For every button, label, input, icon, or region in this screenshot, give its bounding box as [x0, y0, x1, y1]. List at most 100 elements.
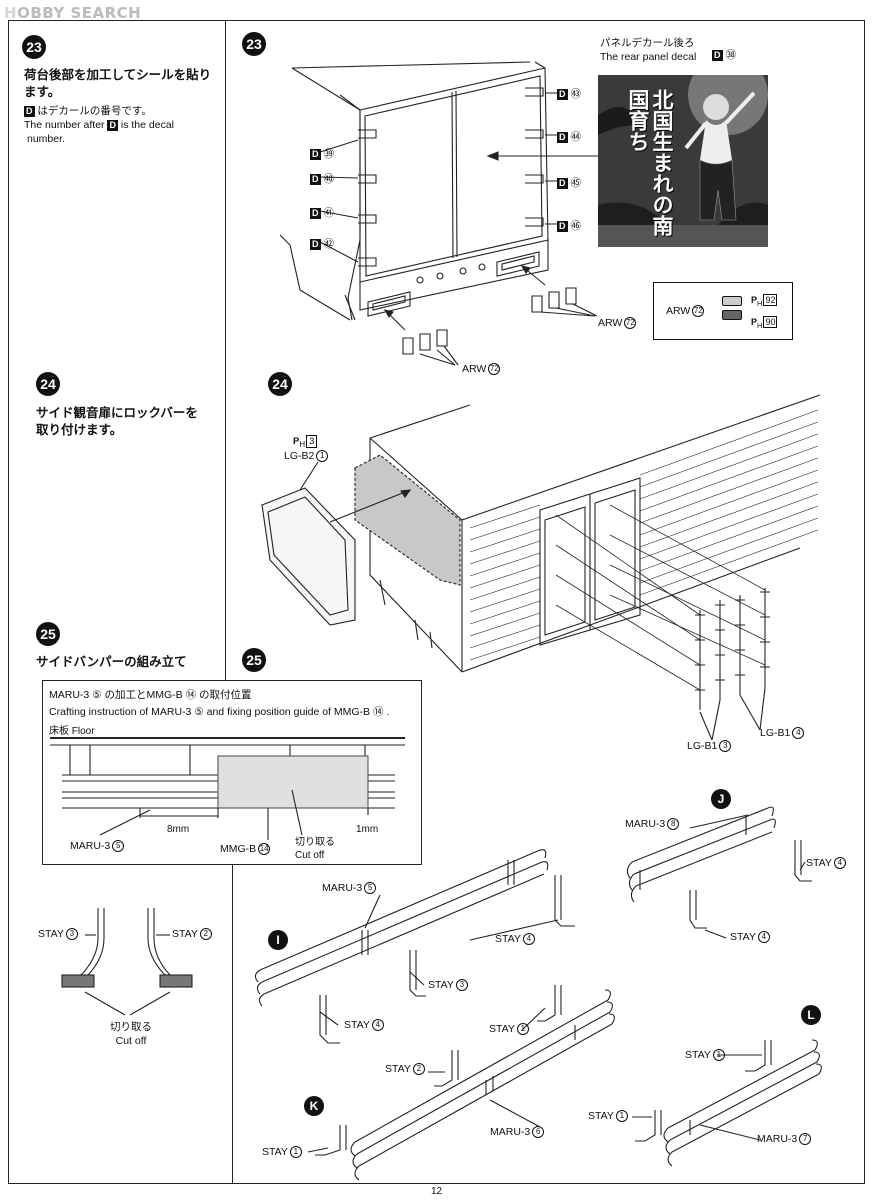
rear-panel-decal-image: 北国生まれの南国育ち: [598, 75, 768, 247]
decal-marker-icon: D: [557, 132, 568, 143]
watermark-text: OBBY SEARCH: [17, 4, 142, 22]
lens-part-icon: [722, 310, 742, 320]
decal-marker-icon: D: [107, 120, 118, 131]
column-divider: [225, 20, 226, 680]
guide-line2: Crafting instruction of MARU-3 ⑤ and fix…: [49, 706, 390, 718]
assembly-j-drawing: [626, 806, 812, 939]
page-number: 12: [430, 1186, 443, 1197]
note-en-line2: number.: [27, 133, 65, 145]
decal-marker-icon: D: [557, 221, 568, 232]
step-24-title-line2: 取り付けます。: [36, 422, 123, 437]
decal-marker-icon: D: [310, 239, 321, 250]
guide-line1: MARU-3 ⑤ の加工とMMG-B ⑭ の取付位置: [49, 689, 252, 701]
watermark: HOBBY SEARCH: [4, 4, 141, 22]
assembly-k-drawing: [307, 985, 615, 1181]
arw-text: ARW: [462, 363, 487, 375]
page-frame-right: [864, 20, 865, 1183]
step-25-badge: 25: [36, 622, 60, 646]
decal-marker-icon: D: [310, 149, 321, 160]
poster-artwork: [598, 75, 768, 247]
step-23-note: D はデカールの番号です。 The number after D is the …: [24, 104, 174, 146]
poster-decal-no: ㊳: [725, 49, 737, 61]
assembly-i-drawing: [254, 849, 575, 1044]
arw-number: 72: [488, 363, 501, 376]
diagram-24-badge: 24: [268, 372, 292, 396]
decal-no: ㊷: [323, 238, 335, 250]
truck-side-drawing: [261, 394, 821, 741]
column-divider-lower: [232, 865, 233, 1183]
lens-part-icon: [722, 296, 742, 306]
decal-no: ㊻: [570, 220, 582, 232]
diagram-25-badge: 25: [242, 648, 266, 672]
watermark-prefix: H: [4, 4, 18, 22]
step-25-title: サイドバンパーの組み立て: [36, 654, 187, 669]
step-23-title-line2: ます。: [24, 84, 61, 99]
stay-detail-drawing: [61, 908, 193, 1016]
page-frame-bottom: [8, 1183, 865, 1184]
assembly-i-badge: I: [268, 930, 288, 950]
legend-arw-number: 72: [692, 305, 705, 318]
assembly-l-badge: L: [801, 1005, 821, 1025]
decal-marker-icon: D: [310, 208, 321, 219]
decal-marker-icon: D: [24, 106, 35, 117]
decal-marker-icon: D: [712, 50, 723, 61]
step-23-title-line1: 荷台後部を加工してシールを貼り: [24, 67, 212, 82]
decal-no: ㊵: [323, 173, 335, 185]
guide-drawing: [50, 737, 405, 840]
decal-marker-icon: D: [557, 178, 568, 189]
note-en-suffix: is the decal: [120, 119, 175, 131]
floor-label: 床板 Floor: [49, 726, 95, 737]
arw-text: ARW: [598, 317, 623, 329]
step-23-title: 荷台後部を加工してシールを貼り ます。: [24, 66, 211, 100]
poster-title: パネルデカール後ろ The rear panel decal: [600, 36, 696, 64]
decal-no: ㊶: [323, 207, 335, 219]
step-23-badge: 23: [22, 35, 46, 59]
diagram-23-badge: 23: [242, 32, 266, 56]
step-24-title-line1: サイド観音扉にロックバーを: [36, 405, 198, 420]
dim-8mm: 8mm: [167, 824, 190, 835]
truck-rear-drawing: [279, 61, 598, 366]
poster-art-text: 北国生まれの南国育ち: [626, 89, 675, 236]
assembly-j-badge: J: [711, 789, 731, 809]
decal-marker-icon: D: [310, 174, 321, 185]
step-24-title: サイド観音扉にロックバーを 取り付けます。: [36, 404, 198, 438]
decal-no: ㊺: [570, 177, 582, 189]
note-jp: はデカールの番号です。: [37, 105, 152, 117]
decal-no: ㊸: [570, 88, 582, 100]
assembly-k-badge: K: [304, 1096, 324, 1116]
